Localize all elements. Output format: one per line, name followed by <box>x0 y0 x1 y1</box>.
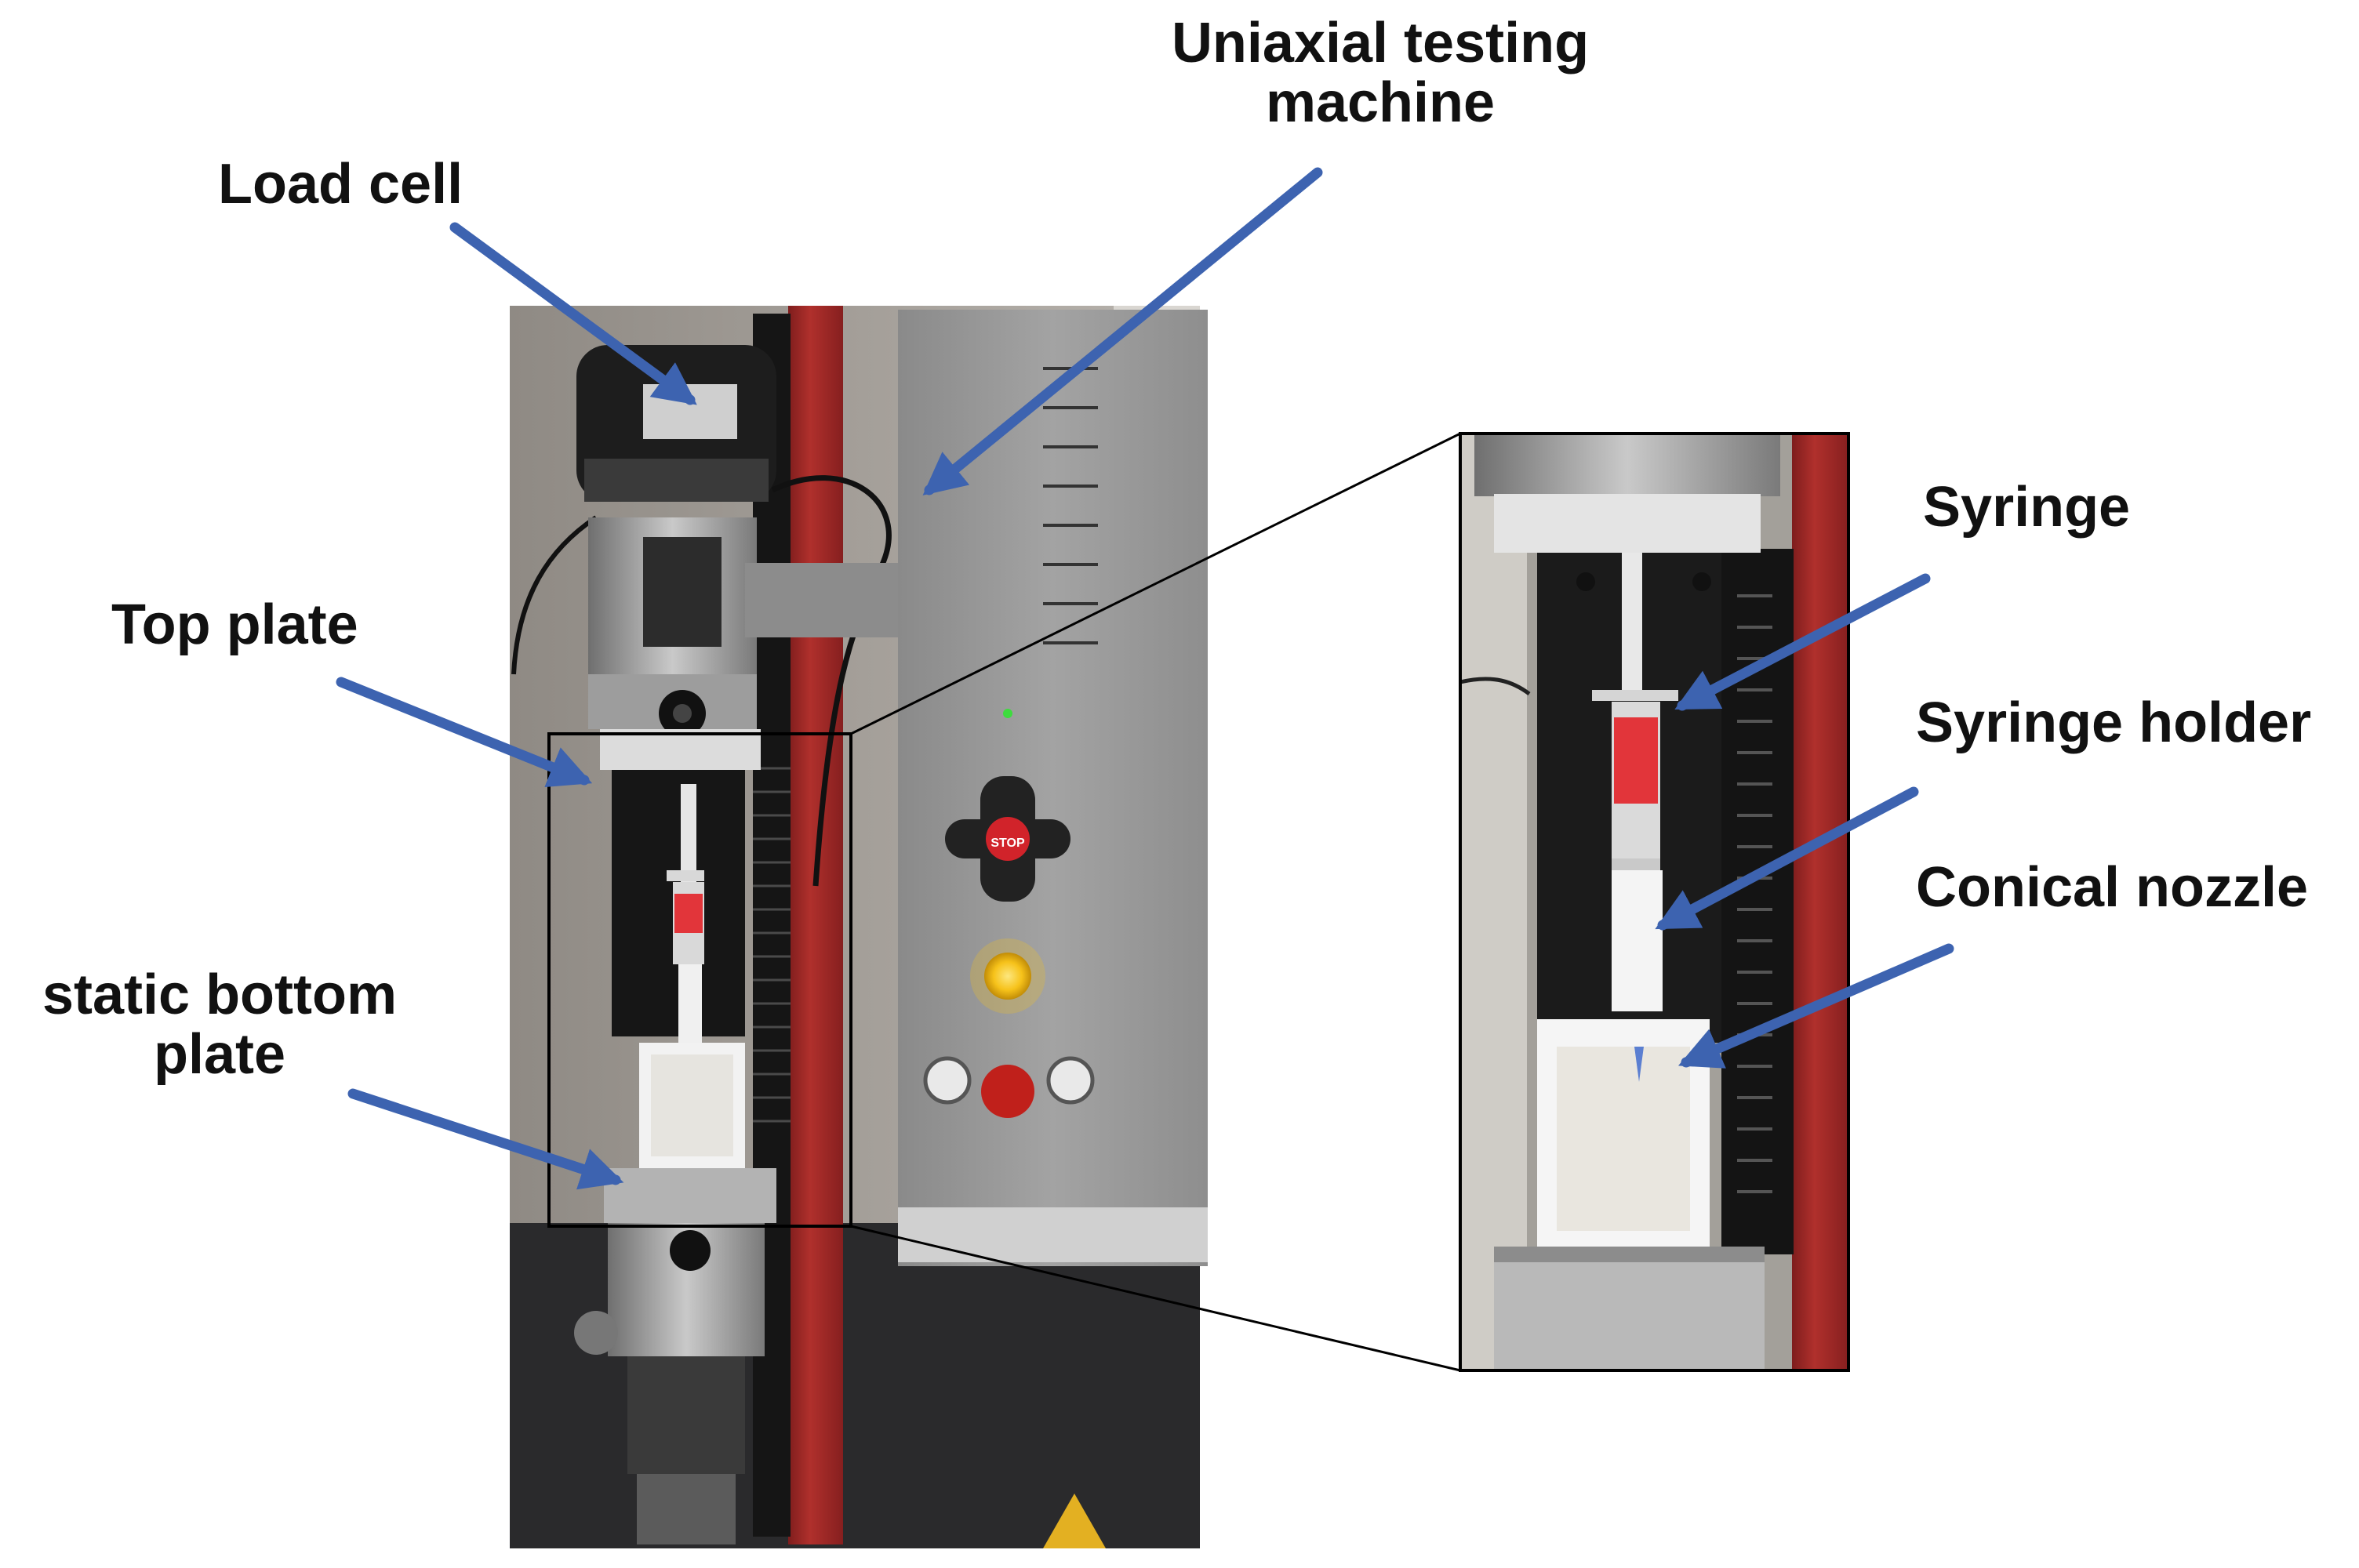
arrow-load-cell <box>449 222 697 405</box>
label-syringe-holder: Syringe holder <box>1916 691 2312 754</box>
label-load-cell: Load cell <box>218 153 463 216</box>
label-static-line1: static bottom <box>42 964 397 1026</box>
label-top-plate: Top plate <box>111 593 358 656</box>
arrow-static-bottom-plate <box>347 1088 624 1190</box>
arrow-conical-nozzle <box>1677 943 1954 1069</box>
inset-photo <box>1459 434 1848 1370</box>
zoom-connector-bottom <box>850 1225 1461 1372</box>
arrow-syringe-holder <box>1655 786 1919 931</box>
main-photo <box>510 306 1208 1548</box>
arrow-syringe <box>1674 573 1931 711</box>
zoom-connector-top <box>850 432 1461 735</box>
arrow-top-plate <box>336 677 593 787</box>
stop-button-text: STOP <box>990 837 1025 850</box>
arrow-uniaxial-testing-machine <box>922 167 1323 495</box>
label-uniaxial-testing-machine: Uniaxial testing machine <box>1145 12 1616 134</box>
zoom-highlight-box <box>547 732 852 1228</box>
label-static-bottom-plate: static bottom plate <box>8 964 431 1086</box>
label-static-line2: plate <box>153 1022 286 1086</box>
inset-frame <box>1459 432 1850 1372</box>
label-conical-nozzle: Conical nozzle <box>1916 856 2309 919</box>
label-uniaxial-line1: Uniaxial testing <box>1171 12 1590 74</box>
label-syringe: Syringe <box>1923 476 2131 539</box>
label-uniaxial-line2: machine <box>1265 71 1496 134</box>
